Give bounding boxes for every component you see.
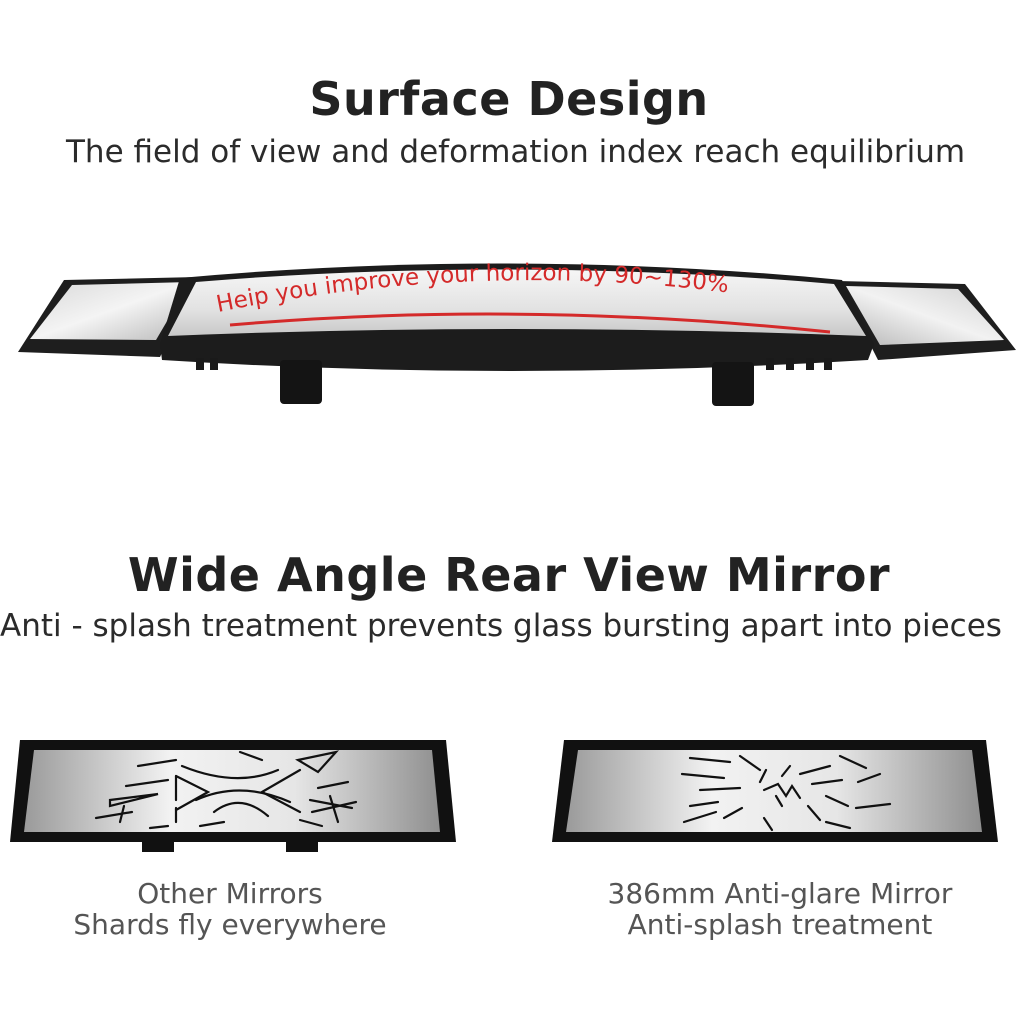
shattered-mirror-left: [10, 740, 456, 852]
mirror-center-panel: [160, 263, 874, 406]
heading-surface-design: Surface Design: [309, 72, 709, 126]
caption-anti-glare-mirror: 386mm Anti-glare Mirror Anti-splash trea…: [560, 878, 1000, 940]
caption-other-mirrors-line1: Other Mirrors: [137, 877, 323, 910]
caption-anti-glare-line2: Anti-splash treatment: [627, 908, 933, 941]
heading-wide-angle-mirror: Wide Angle Rear View Mirror: [127, 548, 891, 602]
subheading-anti-splash: Anti - splash treatment prevents glass b…: [0, 608, 1002, 644]
intact-mirror-right: [552, 740, 998, 842]
caption-anti-glare-line1: 386mm Anti-glare Mirror: [607, 877, 953, 910]
caption-other-mirrors: Other Mirrors Shards fly everywhere: [40, 878, 420, 940]
mirror-left-wing: [18, 277, 198, 357]
subheading-field-of-view: The field of view and deformation index …: [66, 134, 966, 170]
caption-other-mirrors-line2: Shards fly everywhere: [73, 908, 387, 941]
mirror-right-wing: [838, 281, 1016, 360]
